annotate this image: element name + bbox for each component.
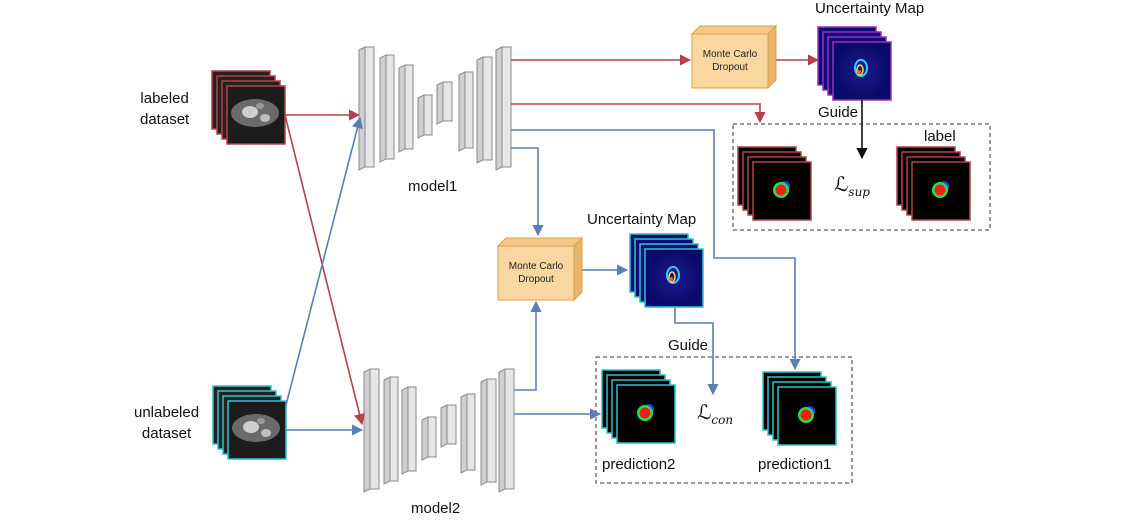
model1-label: model1 [408,178,458,195]
labeled-dataset-label: labeled dataset [140,90,190,128]
prediction-stack-top-left [737,146,812,221]
label-title: label [924,128,956,145]
dropout-box-bottom [496,236,584,302]
labeled-dataset-stack [211,70,286,145]
unlabeled-path-arrows [285,116,801,436]
uncertainty-map-top [817,26,892,101]
dropout-top-label: Monte Carlo Dropout [702,49,758,73]
model1-network [358,46,512,171]
model2-network [363,368,515,493]
dropout-bottom-label: Monte Carlo Dropout [508,261,564,285]
uncertainty-map-bottom-label: Uncertainty Map [587,211,697,228]
prediction1-label: prediction1 [758,456,832,473]
uncertainty-map-top-label: Uncertainty Map [815,0,925,17]
dropout-box-top [690,24,778,90]
unlabeled-dataset-stack [212,385,287,460]
prediction1-stack [762,371,837,446]
guide-top-label: Guide [818,104,859,121]
consistency-loss: ℒcon [697,400,734,427]
guide-bottom-label: Guide [668,337,709,354]
prediction2-label: prediction2 [602,456,676,473]
labeled-path-arrows [284,54,820,426]
uncertainty-map-bottom [629,233,704,308]
supervised-loss: ℒsup [834,172,870,199]
model2-label: model2 [411,500,461,517]
consistency-loss-box [595,356,853,484]
prediction2-stack [601,369,676,444]
unlabeled-dataset-label: unlabeled dataset [134,404,200,442]
label-stack [896,146,971,221]
